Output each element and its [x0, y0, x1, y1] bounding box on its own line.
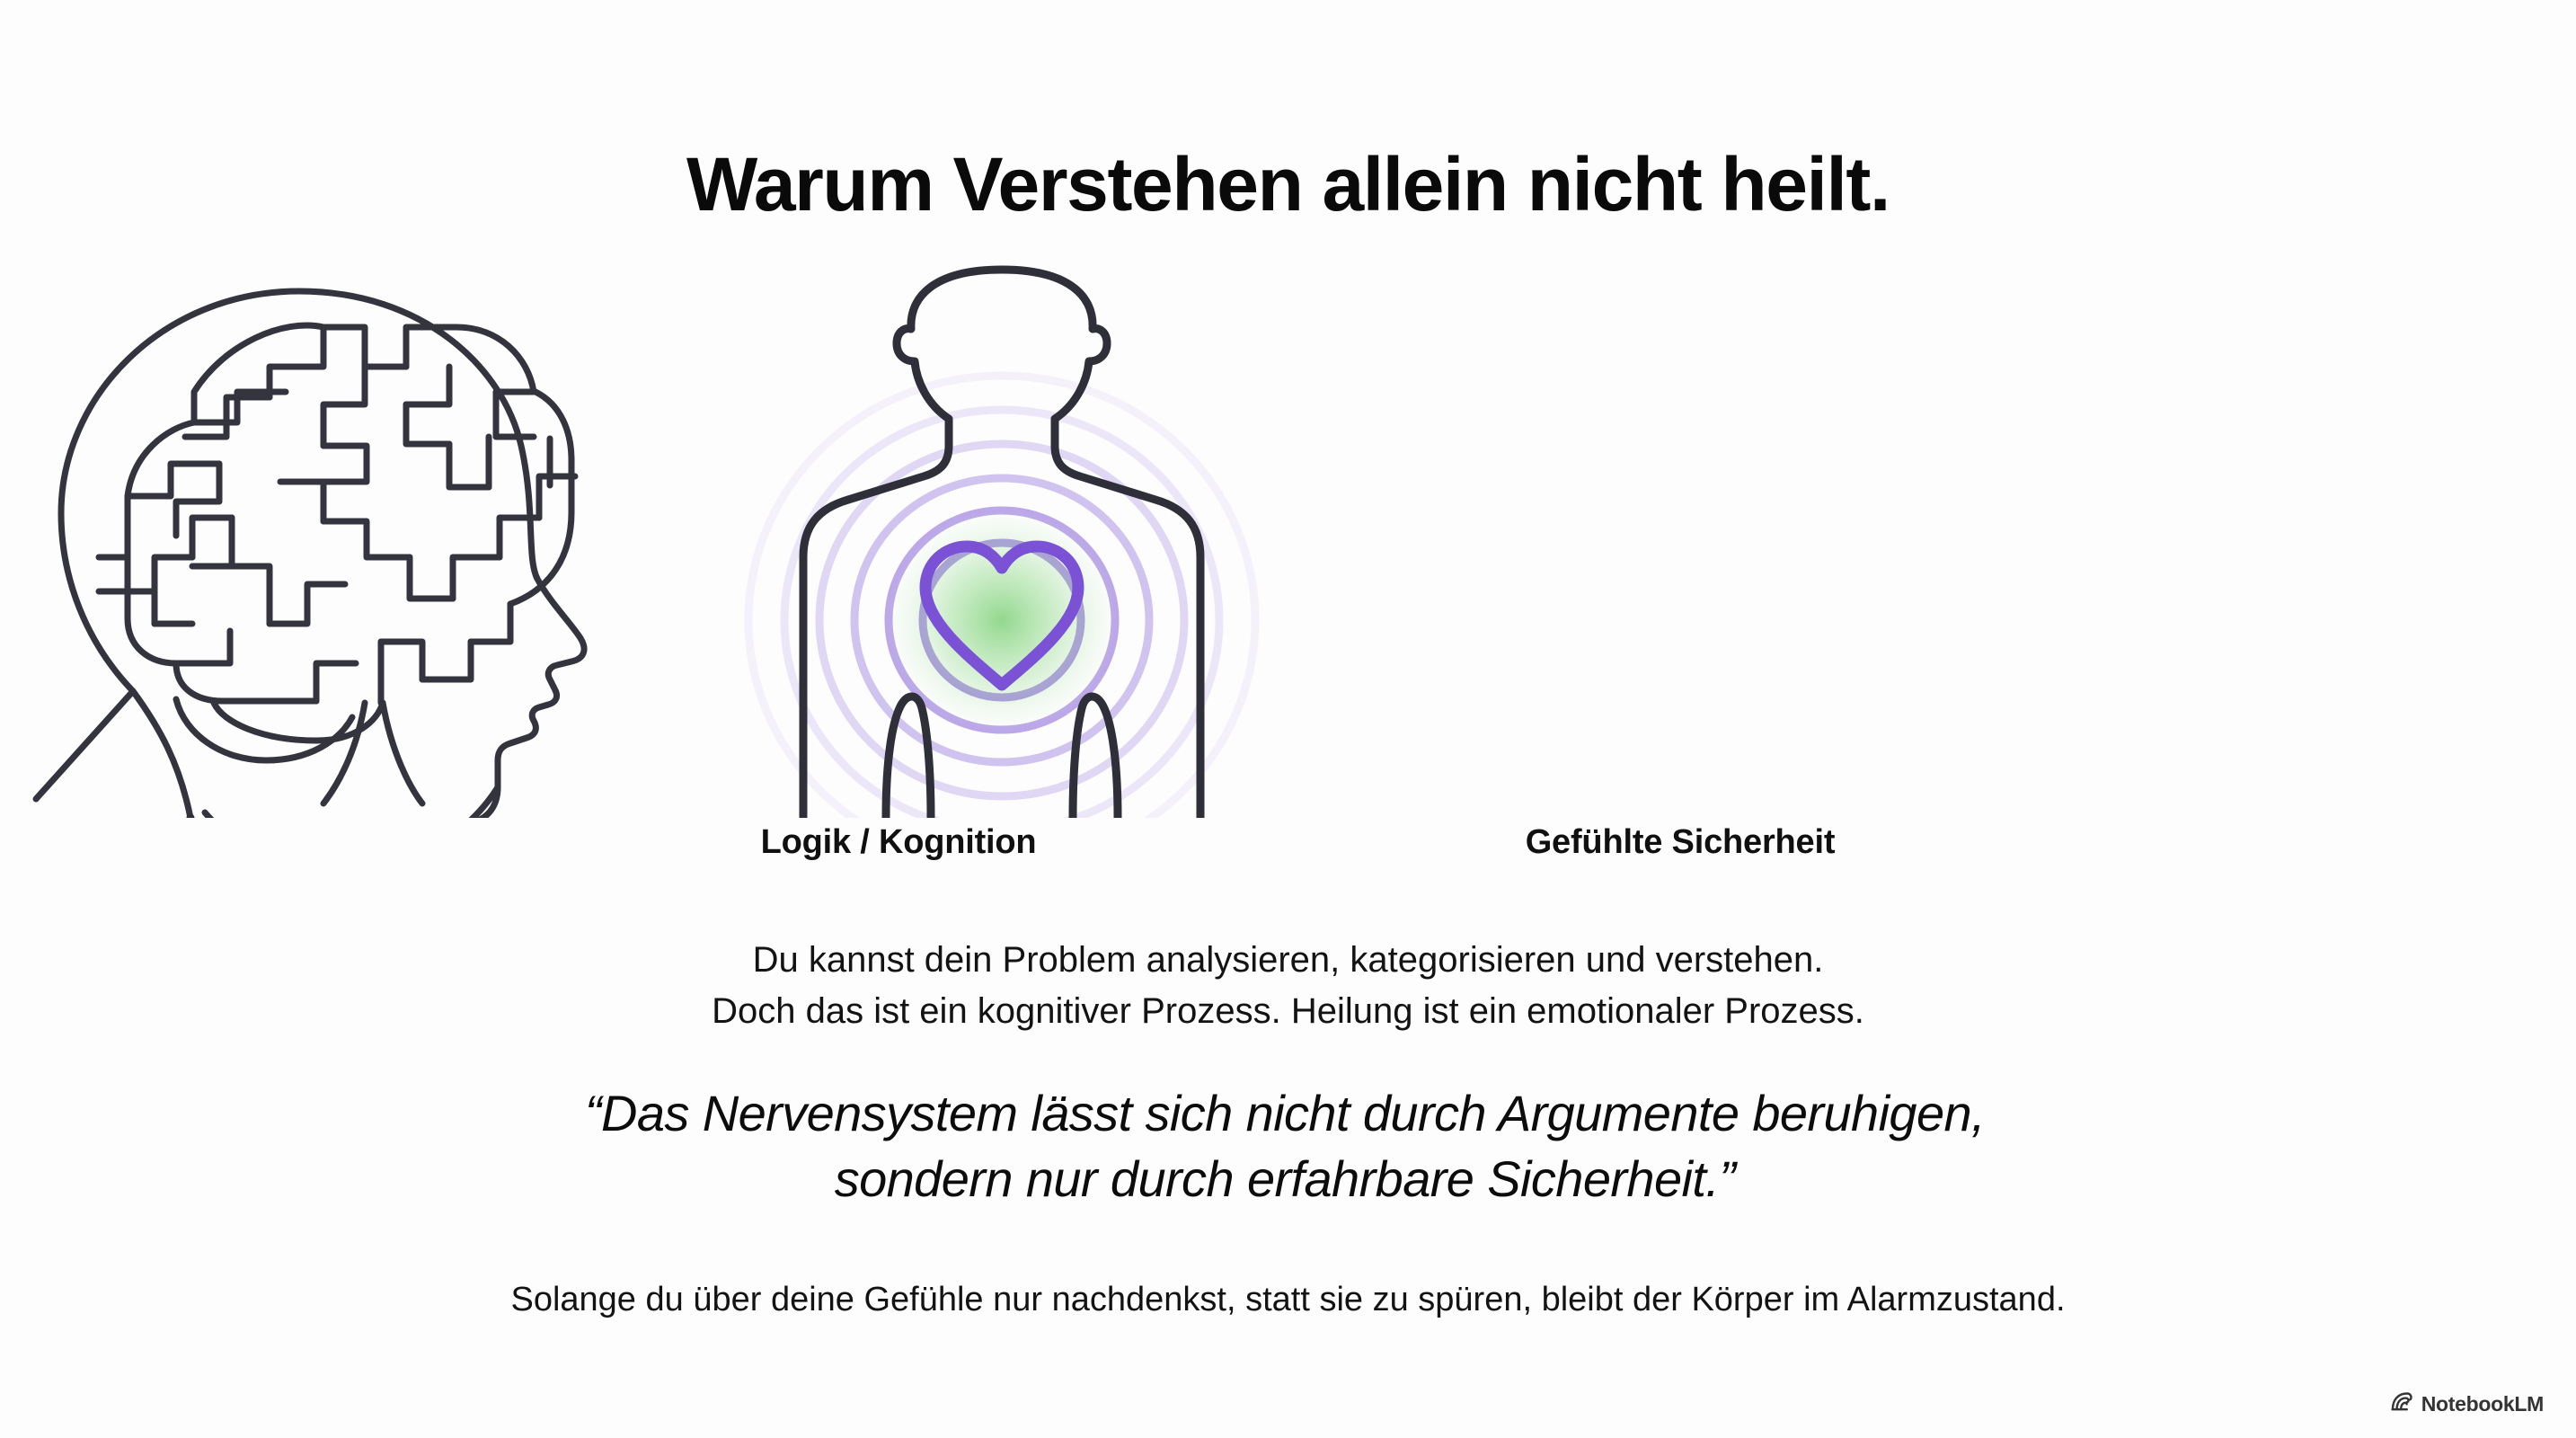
neck-back-line — [129, 688, 194, 818]
torso-heart-figure — [744, 265, 1260, 818]
maze-brain — [95, 322, 579, 807]
torso-outline — [799, 265, 1205, 818]
lead-line-1: Du kannst dein Problem analysieren, kate… — [752, 940, 1824, 980]
caption-felt-safety: Gefühlte Sicherheit — [1525, 823, 1836, 861]
lead-line-2: Doch das ist ein kognitiver Prozess. Hei… — [712, 990, 1864, 1031]
quote-line-2: sondern nur durch erfahrbare Sicherheit.… — [834, 1150, 1736, 1207]
outro-text: Solange du über deine Gefühle nur nachde… — [510, 1281, 2066, 1318]
right-chest-crease — [1068, 692, 1122, 818]
head-profile-figure — [32, 288, 588, 818]
figure-captions: Logik / Kognition Gefühlte Sicherheit — [0, 823, 2576, 874]
illustration-area — [0, 261, 2576, 818]
page-title: Warum Verstehen allein nicht heilt. — [686, 142, 1890, 227]
notebooklm-logo-icon — [2390, 1390, 2413, 1418]
notebooklm-label: NotebookLM — [2421, 1392, 2545, 1416]
pull-quote: “Das Nervensystem lässt sich nicht durch… — [297, 1081, 2273, 1212]
notebooklm-watermark: NotebookLM — [2390, 1390, 2544, 1418]
heart-glow — [885, 509, 1119, 732]
head-outline — [32, 288, 588, 818]
caption-logic-cognition: Logik / Kognition — [760, 823, 1037, 861]
jaw-and-connector — [201, 784, 501, 818]
heart-icon — [919, 540, 1084, 691]
left-chest-crease — [881, 692, 935, 818]
quote-line-1: “Das Nervensystem lässt sich nicht durch… — [584, 1085, 1986, 1141]
lead-paragraph: Du kannst dein Problem analysieren, kate… — [0, 935, 2576, 1037]
resonance-rings — [744, 371, 1260, 818]
